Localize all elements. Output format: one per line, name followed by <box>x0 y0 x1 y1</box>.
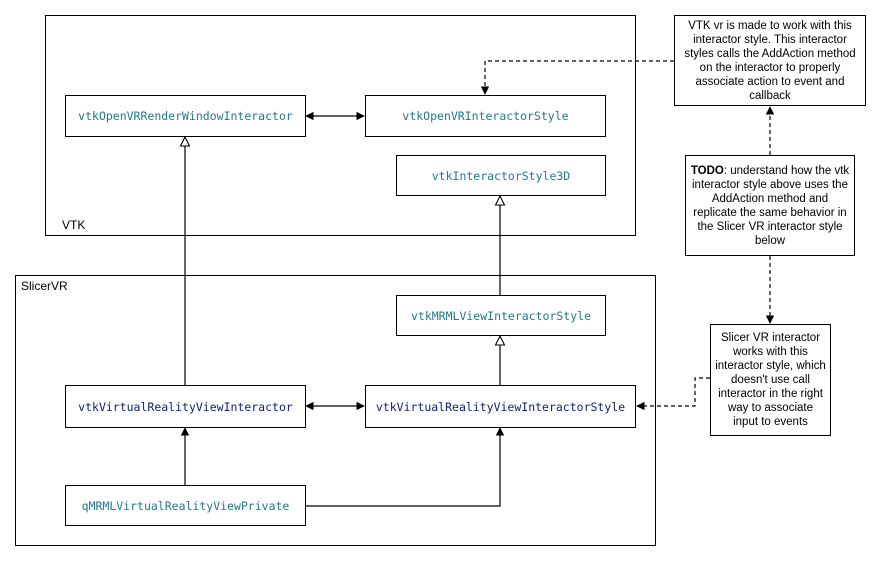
slicervr-group <box>15 275 656 546</box>
vtk-group-label: VTK <box>62 218 86 232</box>
dashed-vtknote-to-openvrstyle <box>480 60 674 95</box>
class-vtk-openvr-interactor-style: vtkOpenVRInteractorStyle <box>365 95 606 137</box>
class-vtk-virtual-reality-view-interactor: vtkVirtualRealityViewInteractor <box>65 385 306 428</box>
class-vtk-openvr-render-window-interactor: vtkOpenVRRenderWindowInteractor <box>65 95 306 137</box>
vtk-group <box>45 15 636 236</box>
note-vtk-vr-text: VTK vr is made to work with this interac… <box>684 19 856 102</box>
class-q-mrml-virtual-reality-view-private: qMRMLVirtualRealityViewPrivate <box>65 485 306 526</box>
dashed-slicernote-to-vrstyle <box>636 377 710 411</box>
note-slicer-vr: Slicer VR interactor works with this int… <box>710 324 831 436</box>
slicervr-group-label: SlicerVR <box>21 279 68 293</box>
class-vtk-virtual-reality-view-interactor-style: vtkVirtualRealityViewInteractorStyle <box>365 385 636 428</box>
note-vtk-vr: VTK vr is made to work with this interac… <box>674 15 866 106</box>
note-slicer-vr-text: Slicer VR interactor works with this int… <box>715 332 826 428</box>
note-todo: TODO: understand how the vtk interactor … <box>685 155 855 256</box>
note-todo-bold: TODO <box>690 164 724 177</box>
class-vtk-interactor-style-3d: vtkInteractorStyle3D <box>396 155 606 196</box>
class-vtk-mrml-view-interactor-style: vtkMRMLViewInteractorStyle <box>396 295 606 336</box>
note-todo-text: : understand how the vtk interactor styl… <box>692 164 850 247</box>
arrow-private-to-vrstyle <box>306 427 505 507</box>
